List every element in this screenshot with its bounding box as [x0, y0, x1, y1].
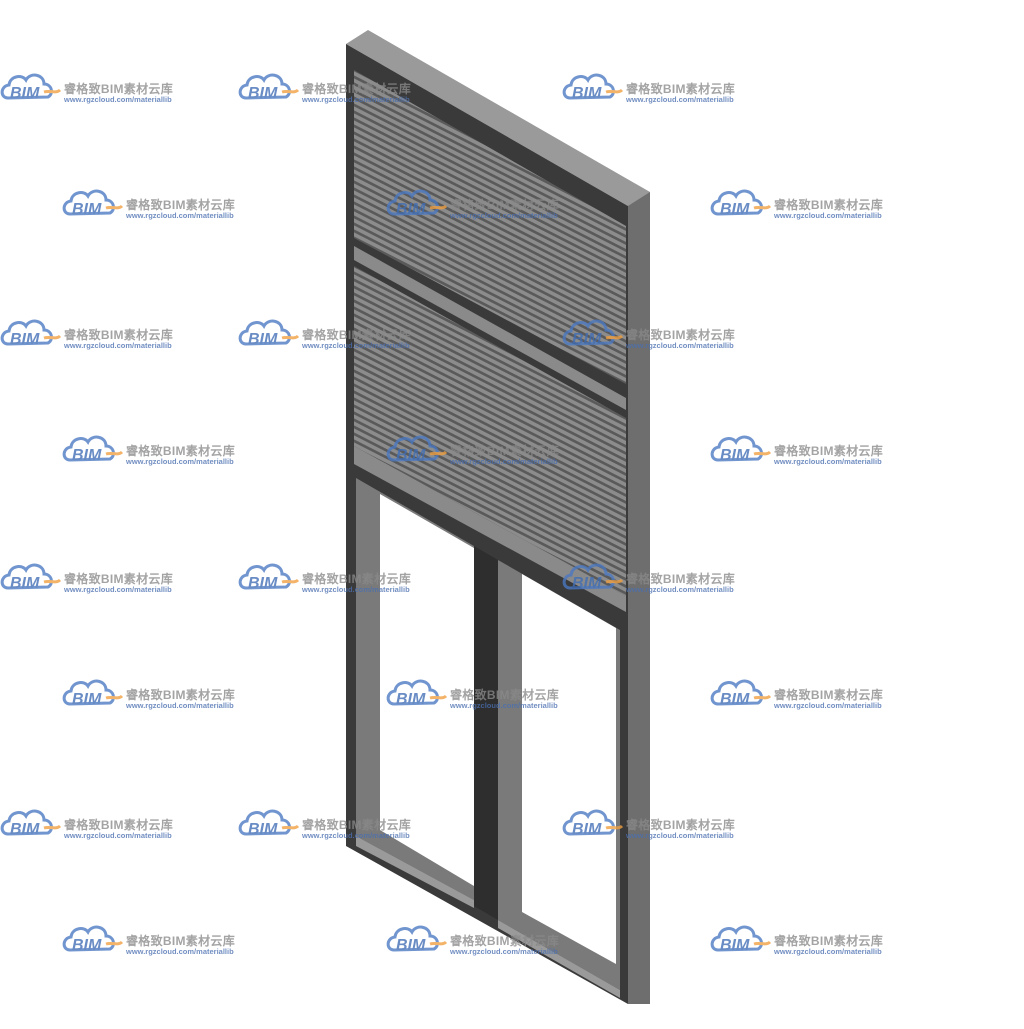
sill-right: [498, 920, 620, 998]
sill-left: [356, 836, 474, 908]
transom-upper: [354, 246, 626, 410]
transom-lower: [354, 446, 626, 612]
center-mullion: [474, 546, 498, 920]
glass-pane-left: [380, 494, 474, 886]
louver-panel-lower: [354, 266, 626, 596]
glass-pane-right: [522, 574, 616, 964]
frame-top-edge: [346, 30, 650, 206]
frame-right-side: [628, 192, 650, 1004]
louver-panel-upper: [354, 70, 626, 384]
